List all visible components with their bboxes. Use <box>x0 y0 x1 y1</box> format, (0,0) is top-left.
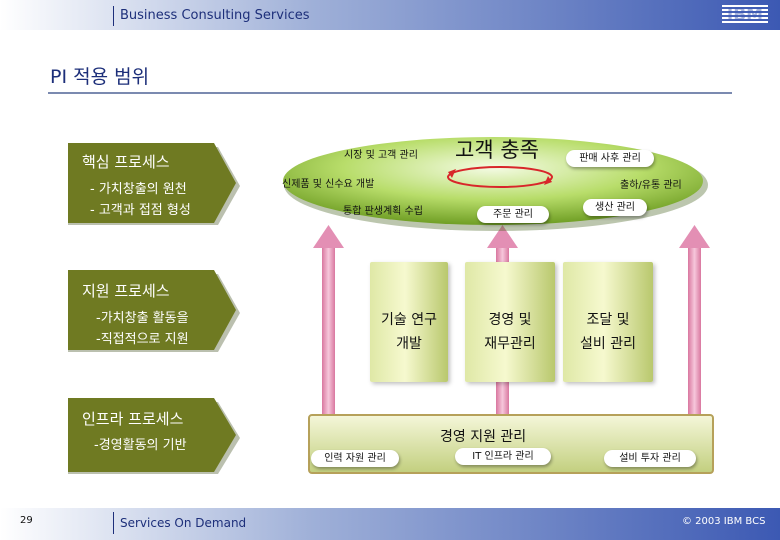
core-item-new-product: 신제품 및 신수요 개발 <box>282 179 375 190</box>
support-column-finance: 경영 및 재무관리 <box>465 262 555 382</box>
support-process-line-1: -가치창출 활동을 <box>96 311 189 326</box>
support-process-title: 지원 프로세스 <box>82 282 170 300</box>
header-divider <box>113 6 114 26</box>
infra-item-hr: 인력 자원 관리 <box>311 450 399 467</box>
cycle-arrow-icon <box>447 166 553 188</box>
core-process-title: 핵심 프로세스 <box>82 153 170 171</box>
support-column-rnd: 기술 연구 개발 <box>370 262 448 382</box>
support-column-finance-line-2: 재무관리 <box>484 336 536 352</box>
ibm-logo-text: IBM <box>727 5 763 24</box>
core-process-line-1: - 가치창출의 원천 <box>90 182 187 197</box>
infra-process-line-1: -경영활동의 기반 <box>94 438 187 453</box>
infra-base-label: 경영 지원 관리 <box>440 429 527 445</box>
core-process-line-2: - 고객과 접점 형성 <box>90 203 191 218</box>
infra-item-capex: 설비 투자 관리 <box>604 450 696 467</box>
core-center-label: 고객 충족 <box>455 138 539 162</box>
footer-copyright: © 2003 IBM BCS <box>682 516 766 527</box>
core-process-arrow: 핵심 프로세스 - 가치창출의 원천 - 고객과 접점 형성 <box>68 143 248 229</box>
flow-arrow-left <box>313 225 344 422</box>
header-title: Business Consulting Services <box>120 8 310 23</box>
core-item-market: 시장 및 고객 관리 <box>344 150 418 161</box>
support-column-finance-line-1: 경영 및 <box>488 312 532 328</box>
core-item-after-sales: 판매 사후 관리 <box>566 150 654 167</box>
support-process-line-2: -직접적으로 지원 <box>96 332 189 347</box>
support-column-procurement-line-1: 조달 및 <box>586 312 630 328</box>
infra-item-it: IT 인프라 관리 <box>455 448 551 465</box>
page-number: 29 <box>20 515 33 526</box>
header-bar <box>0 0 780 30</box>
flow-arrow-right <box>679 225 710 422</box>
support-process-arrow: 지원 프로세스 -가치창출 활동을 -직접적으로 지원 <box>68 270 248 356</box>
footer-divider <box>113 512 114 534</box>
core-item-distribution: 출하/유통 관리 <box>620 180 682 191</box>
footer-tagline: Services On Demand <box>120 516 247 530</box>
slide-title: PI 적용 범위 <box>50 66 150 88</box>
support-column-procurement-line-2: 설비 관리 <box>580 336 636 352</box>
support-column-rnd-line-2: 개발 <box>396 336 422 352</box>
ibm-logo: IBM <box>722 5 768 24</box>
support-column-procurement: 조달 및 설비 관리 <box>563 262 653 382</box>
title-rule <box>48 92 732 94</box>
support-column-rnd-line-1: 기술 연구 <box>381 312 437 328</box>
infra-process-arrow: 인프라 프로세스 -경영활동의 기반 <box>68 398 248 478</box>
infra-process-title: 인프라 프로세스 <box>82 410 184 428</box>
core-item-order: 주문 관리 <box>477 206 549 223</box>
core-item-production: 생산 관리 <box>583 199 647 216</box>
footer-bar <box>0 508 780 540</box>
core-item-planning: 통합 판생계획 수립 <box>343 206 423 217</box>
